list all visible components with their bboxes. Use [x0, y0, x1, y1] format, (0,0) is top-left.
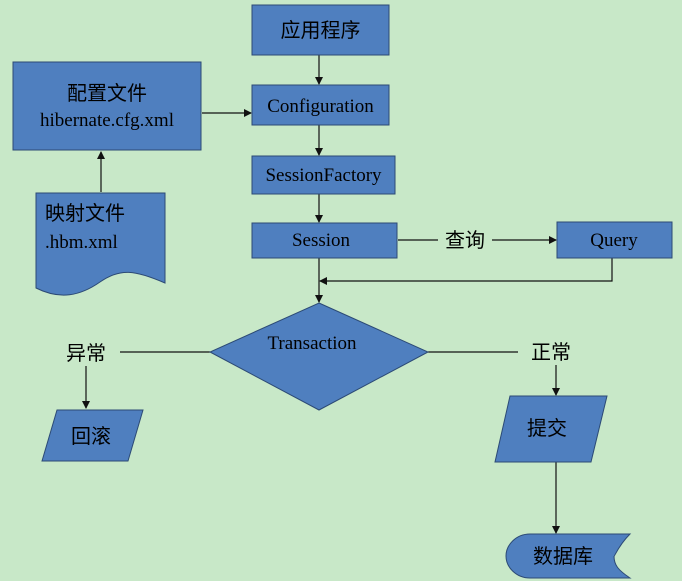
- node-query: Query: [556, 221, 673, 259]
- node-config-file-label-2: hibernate.cfg.xml: [40, 110, 174, 131]
- node-application: 应用程序: [251, 4, 390, 56]
- node-mapping-file-label-2: .hbm.xml: [45, 232, 118, 253]
- edge-label-query: 查询: [445, 229, 485, 252]
- edge-label-normal: 正常: [531, 341, 571, 364]
- node-commit-label: 提交: [527, 417, 567, 440]
- node-application-label: 应用程序: [281, 19, 361, 42]
- node-configuration-label: Configuration: [267, 96, 374, 117]
- node-transaction: Transaction: [208, 302, 430, 411]
- node-session-factory: SessionFactory: [251, 155, 396, 195]
- node-rollback-label: 回滚: [71, 425, 111, 448]
- edge-query-return: [319, 258, 613, 285]
- node-session-label: Session: [292, 230, 351, 251]
- node-configuration: Configuration: [251, 84, 390, 126]
- node-rollback: 回滚: [41, 409, 144, 462]
- node-transaction-label: Transaction: [267, 333, 357, 354]
- node-session: Session: [251, 222, 398, 259]
- node-database-label: 数据库: [533, 545, 593, 568]
- node-mapping-file-label-1: 映射文件: [45, 202, 125, 225]
- node-commit: 提交: [494, 395, 608, 463]
- node-config-file: 配置文件 hibernate.cfg.xml: [12, 61, 202, 151]
- node-mapping-file: 映射文件 .hbm.xml: [35, 192, 166, 296]
- node-session-factory-label: SessionFactory: [265, 165, 382, 186]
- edge-label-exception: 异常: [66, 342, 106, 365]
- node-database: 数据库: [505, 533, 632, 579]
- edges: [82, 55, 613, 534]
- node-config-file-label-1: 配置文件: [67, 82, 147, 105]
- node-query-label: Query: [590, 230, 638, 251]
